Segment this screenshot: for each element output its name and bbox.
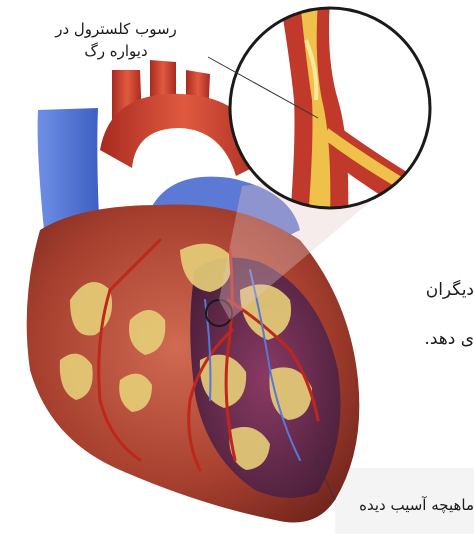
label-line-2: دیواره رگ xyxy=(36,40,196,62)
background-text-fragment-2: ی دهد. xyxy=(424,329,474,349)
label-line-1: رسوب کلسترول در xyxy=(36,18,196,40)
damaged-muscle-label: ماهیچه آسیب دیده xyxy=(318,494,474,516)
background-text-fragment-1: دیگران xyxy=(426,280,474,300)
cholesterol-deposit-label: رسوب کلسترول در دیواره رگ xyxy=(36,18,196,62)
